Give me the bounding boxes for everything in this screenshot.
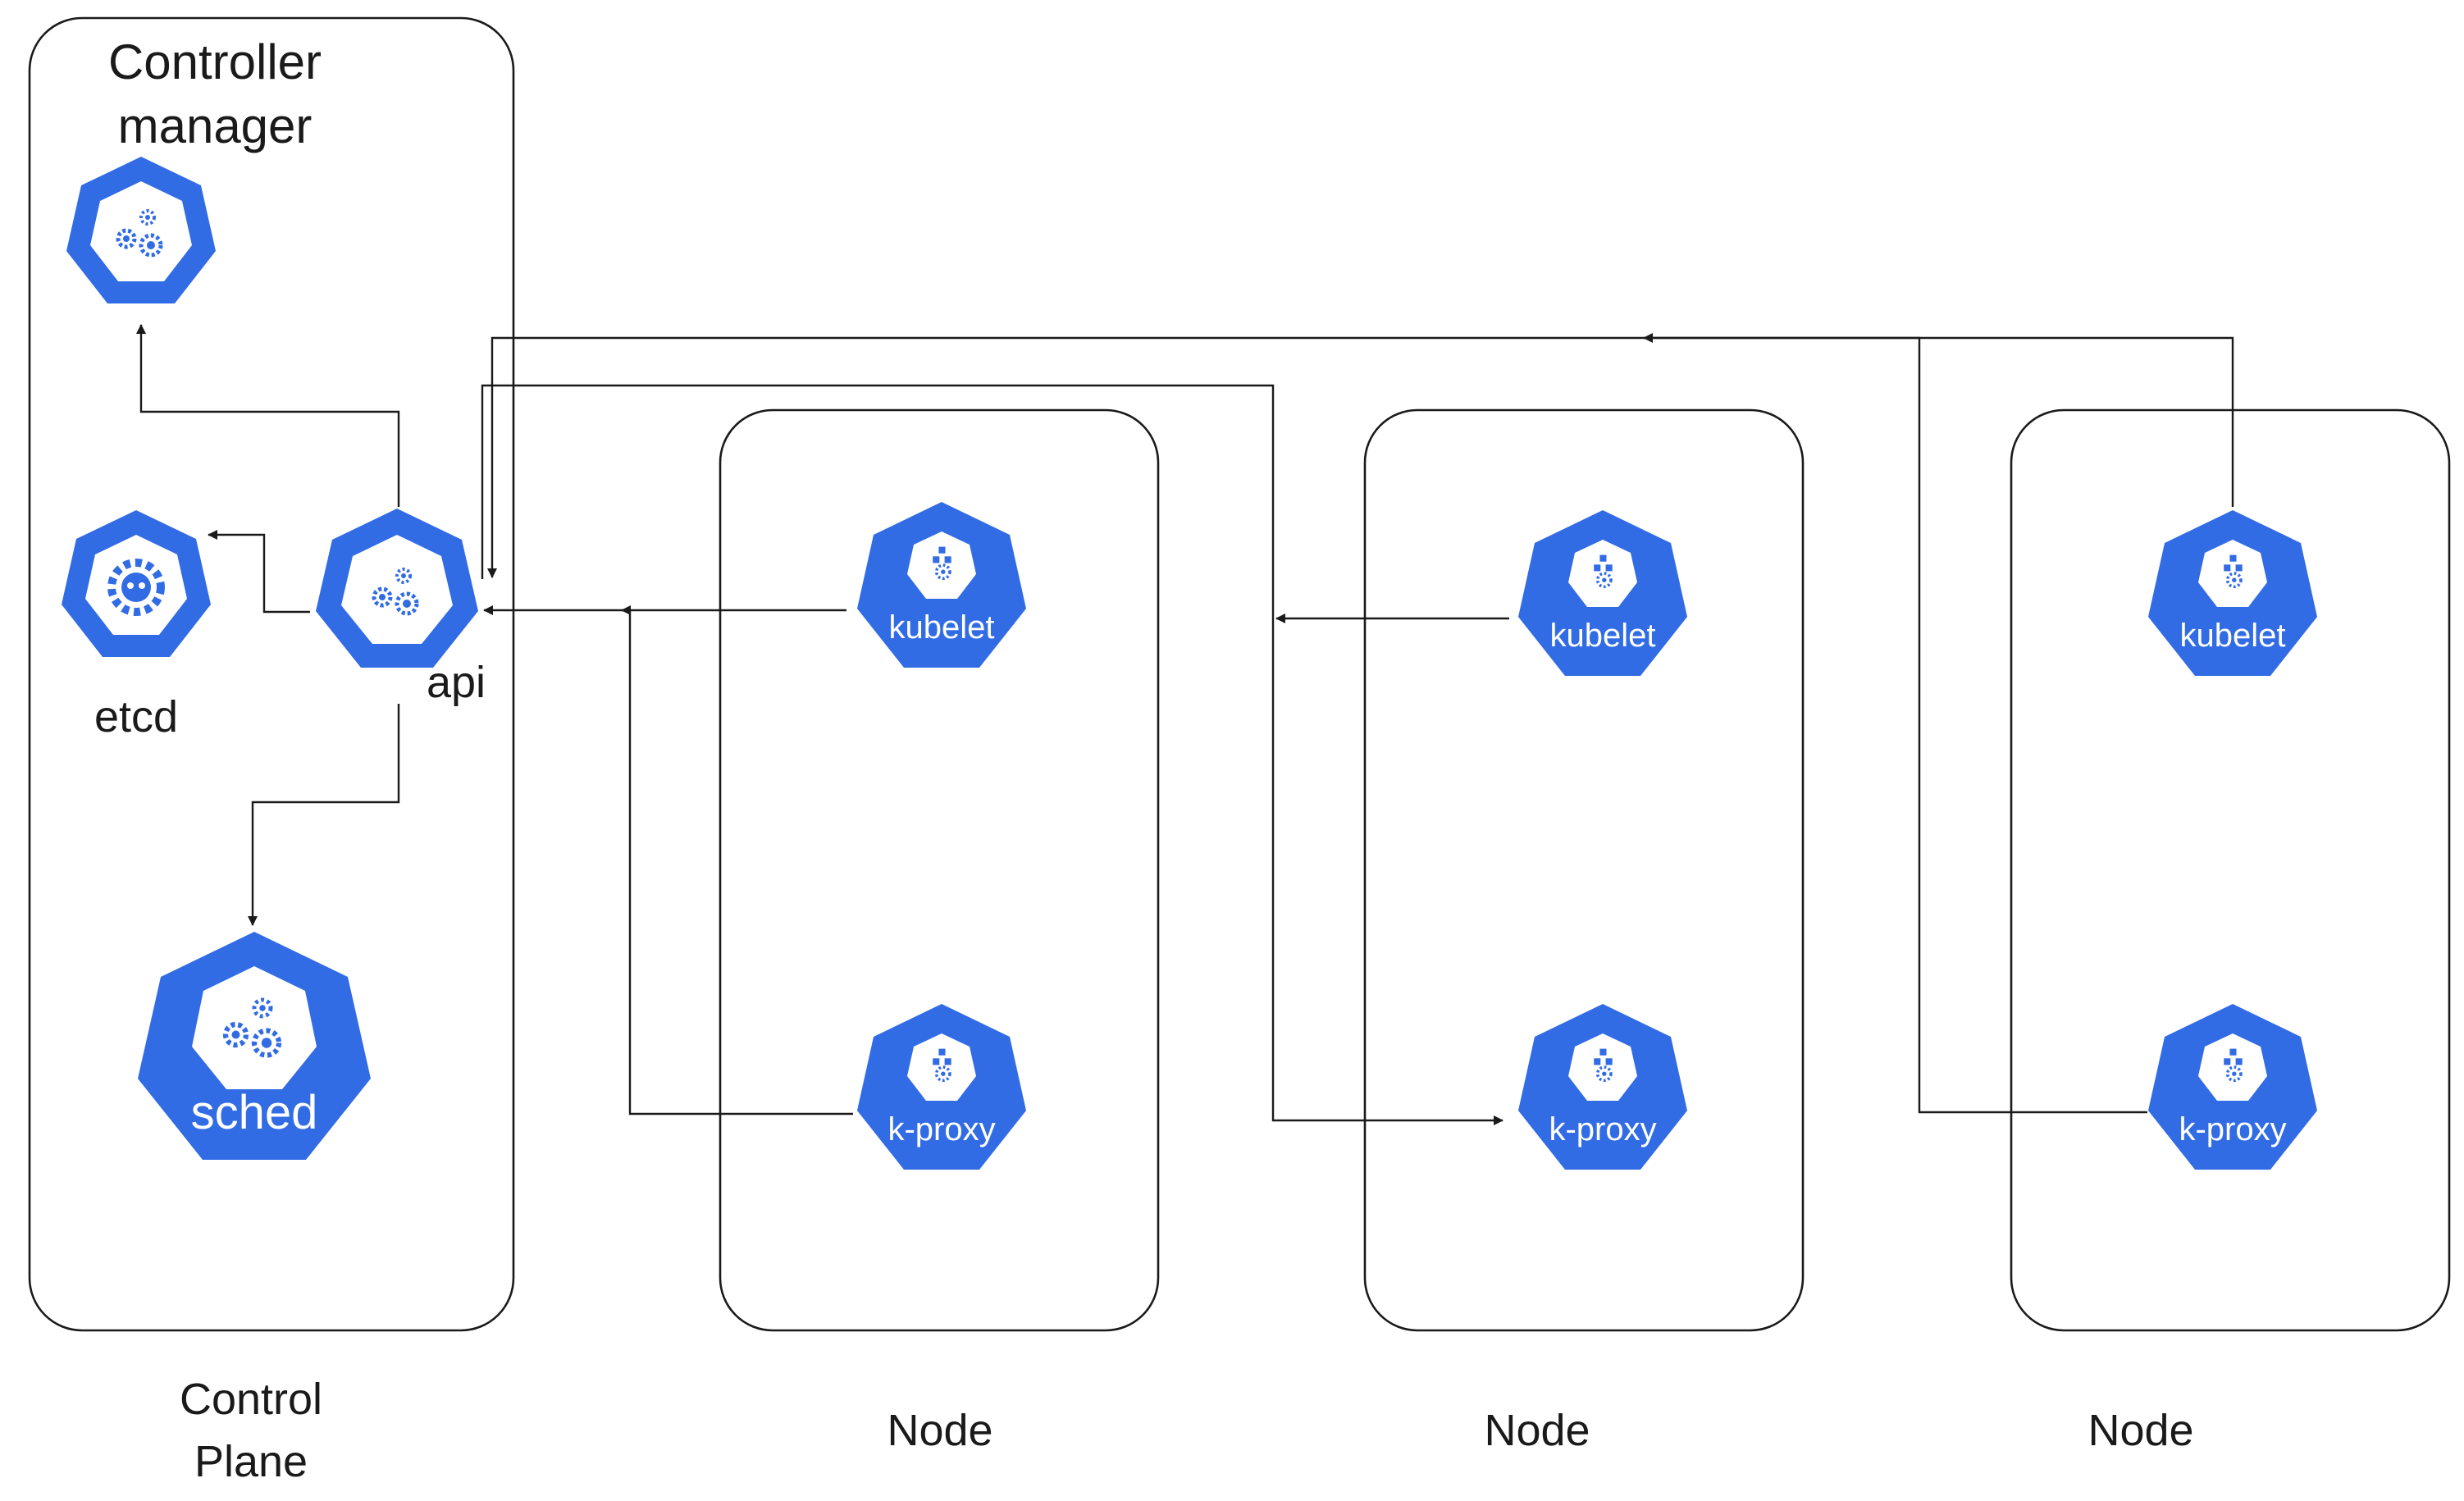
edge-api-to-node2-kproxy <box>481 384 1503 1125</box>
controller-manager-label-line2: manager <box>118 98 313 153</box>
edge-node3-kproxy <box>1643 333 2147 1114</box>
edge-node3-kubelet-to-api <box>487 336 2234 578</box>
controller-manager-icon <box>66 157 216 303</box>
node-3-kubelet-icon: kubelet <box>2148 510 2317 676</box>
node-2-label: Node <box>1484 1406 1590 1455</box>
node-3-kproxy-label: k-proxy <box>2179 1111 2286 1147</box>
node-1-box <box>719 408 1160 1332</box>
etcd-label: etcd <box>94 692 178 741</box>
etcd-icon <box>62 510 211 657</box>
node-3-kubelet-label: kubelet <box>2180 618 2286 654</box>
control-plane-label-line2: Plane <box>194 1437 308 1486</box>
node-3-label: Node <box>2088 1406 2193 1455</box>
edge-api-to-controller-manager <box>136 324 400 507</box>
node-1-kproxy-label: k-proxy <box>887 1111 995 1147</box>
scheduler-icon: sched <box>138 932 371 1160</box>
node-3-kproxy-icon: k-proxy <box>2148 1004 2317 1170</box>
node-1-kubelet-label: kubelet <box>889 609 995 646</box>
node-3-box <box>2010 408 2451 1332</box>
node-2-kubelet-icon: kubelet <box>1518 510 1687 676</box>
edge-node1-kproxy-to-api <box>621 605 853 1115</box>
node-2-kubelet-label: kubelet <box>1550 618 1656 654</box>
controller-manager-label-line1: Controller <box>108 34 322 89</box>
edge-api-to-etcd <box>208 530 310 614</box>
sched-label: sched <box>191 1086 318 1139</box>
node-2-kproxy-label: k-proxy <box>1549 1111 1656 1147</box>
node-2-box <box>1363 408 1805 1332</box>
node-1-kubelet-icon: kubelet <box>857 502 1026 668</box>
node-1-label: Node <box>887 1406 992 1455</box>
api-label: api <box>427 658 486 707</box>
control-plane-label-line1: Control <box>180 1375 322 1424</box>
edge-api-to-sched <box>248 704 400 926</box>
api-server-icon <box>316 509 478 668</box>
node-1-kproxy-icon: k-proxy <box>857 1004 1026 1170</box>
node-2-kproxy-icon: k-proxy <box>1518 1004 1687 1170</box>
control-plane-box <box>28 16 515 1332</box>
